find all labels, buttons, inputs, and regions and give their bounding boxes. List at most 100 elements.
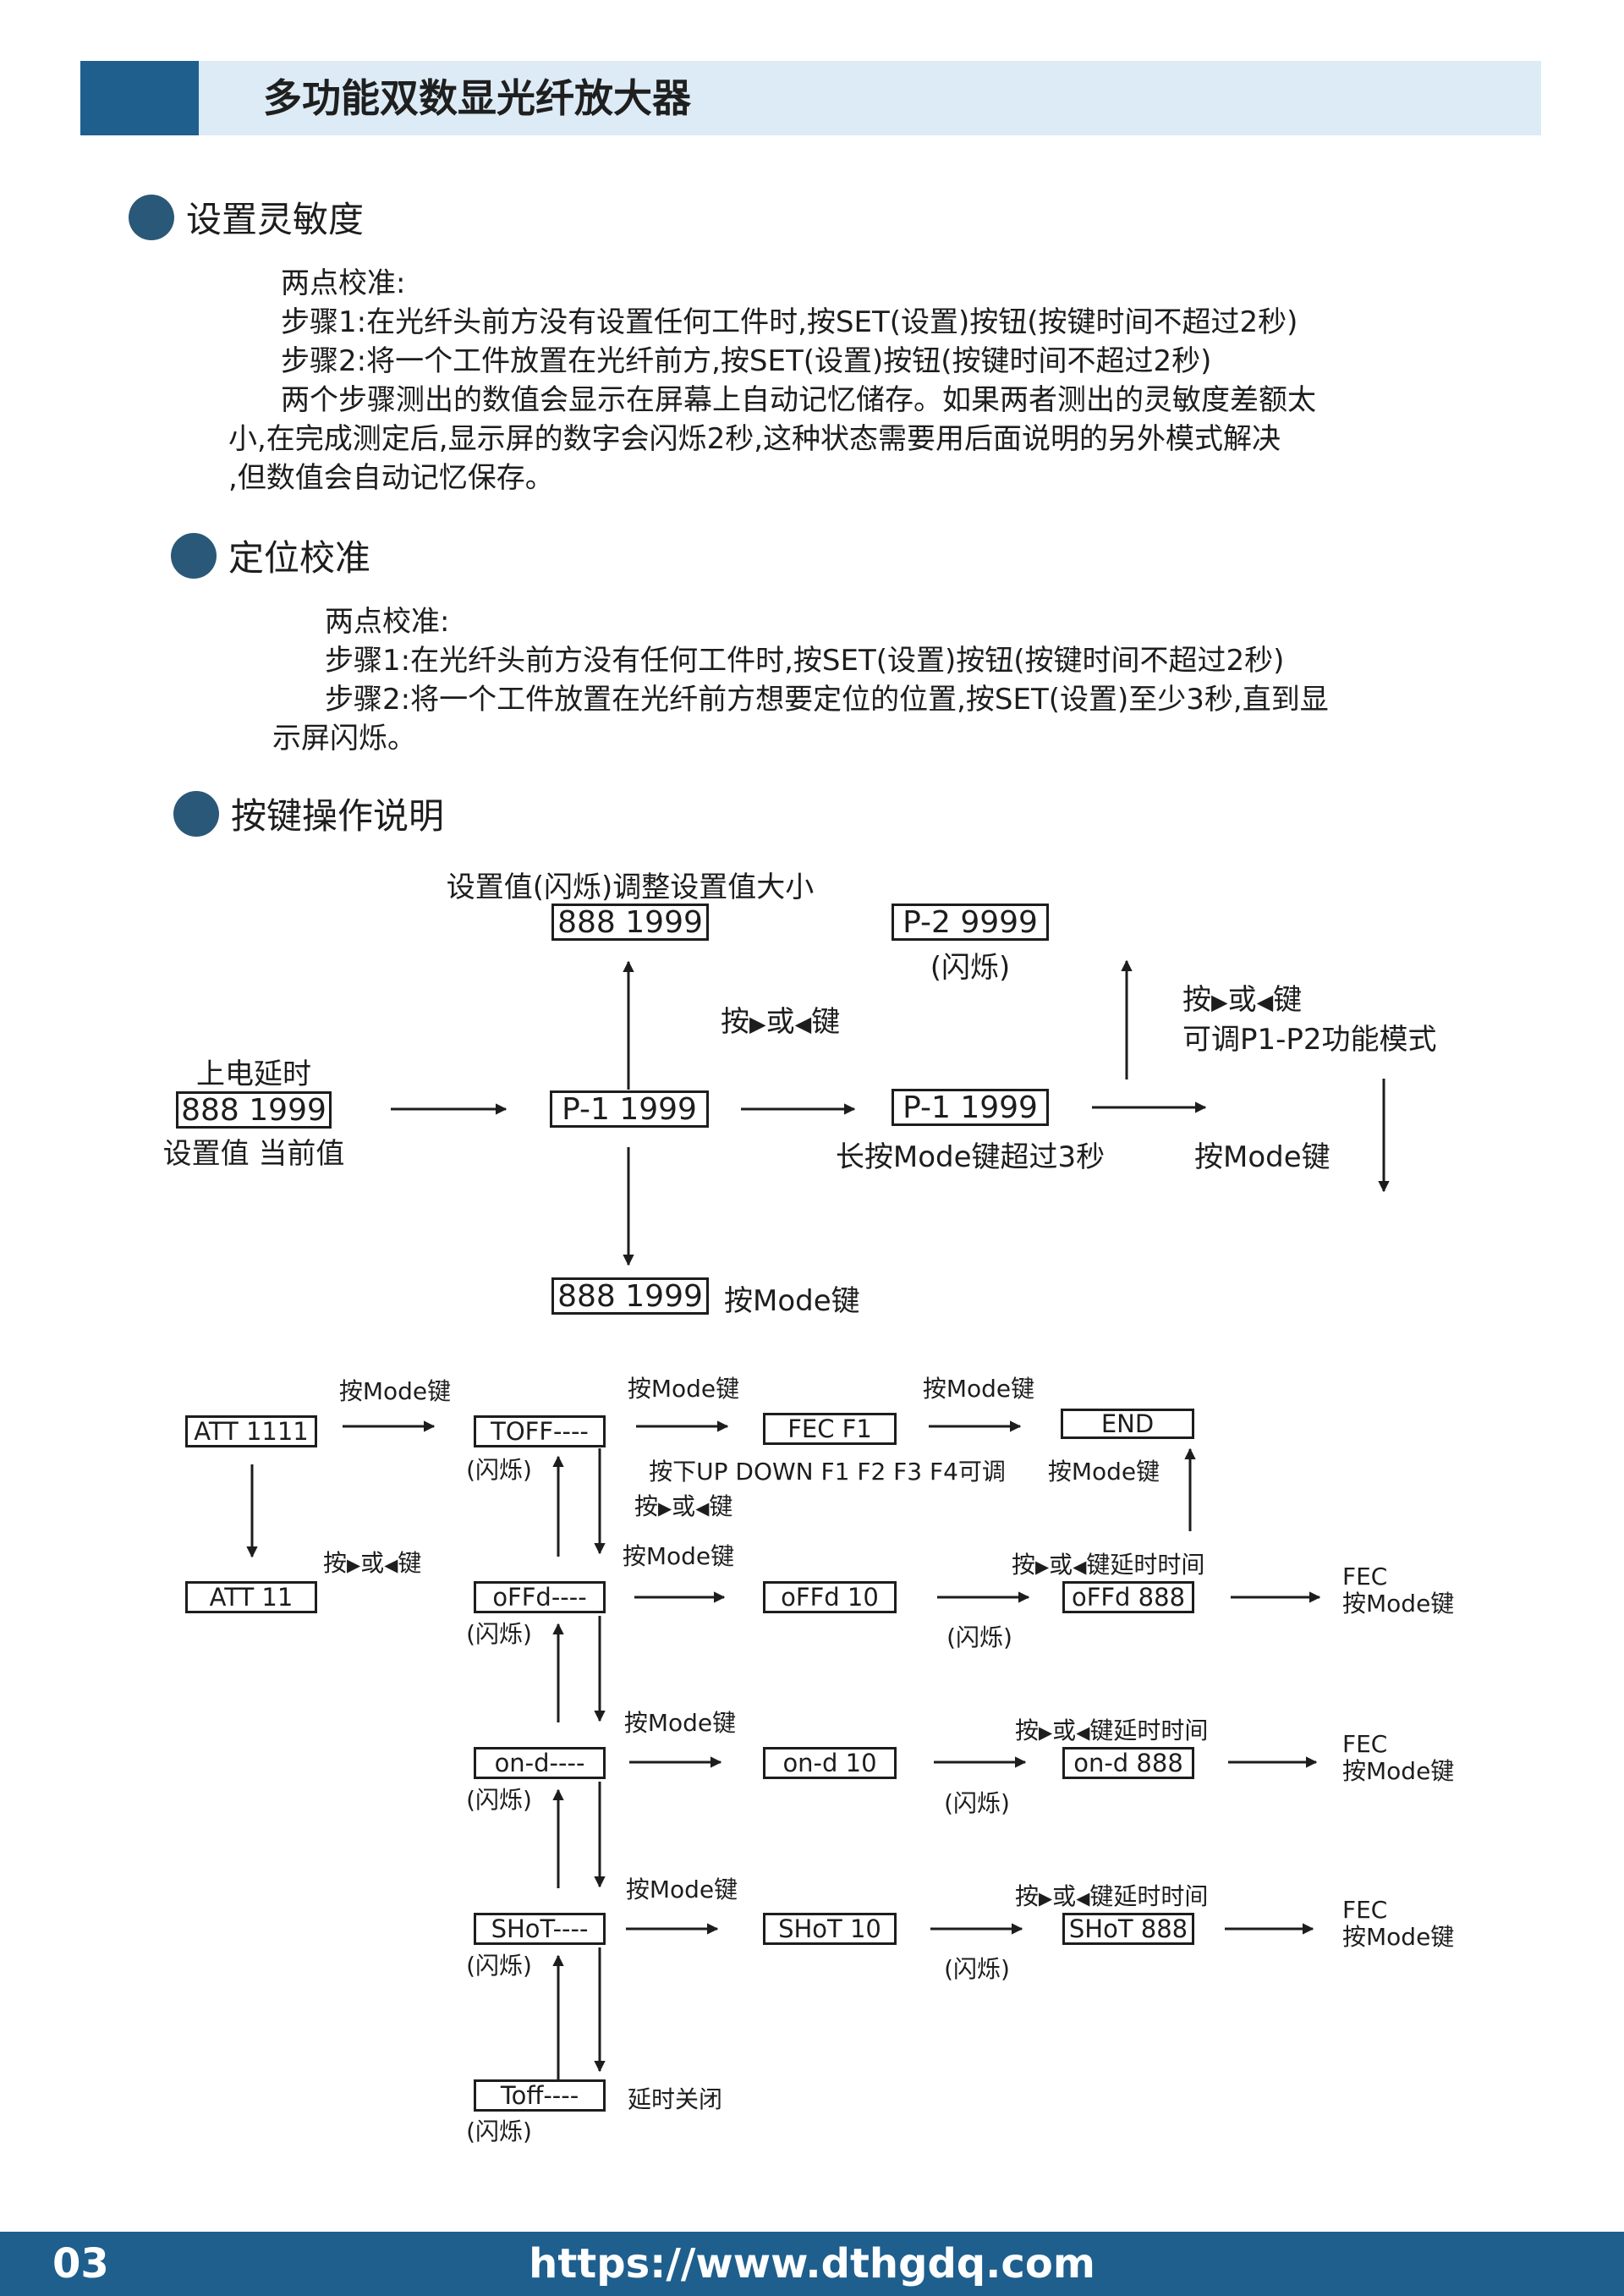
display-box: SHoT 888 <box>1062 1913 1194 1945</box>
right-triangle-icon: ▶ <box>347 1555 361 1575</box>
mode-key-label: 按Mode键 <box>1194 1140 1330 1174</box>
left-triangle-icon: ◀ <box>1073 1557 1087 1577</box>
text-line: 两点校准: <box>325 605 450 639</box>
website-link[interactable]: https://www.dthgdq.com <box>529 2240 1095 2288</box>
label-text: 按 <box>721 1005 749 1039</box>
blink-label: (闪烁) <box>466 1786 532 1814</box>
delay-key-label: 按▶或◀键延时时间 <box>1012 1546 1204 1580</box>
display-box: on-d 888 <box>1062 1747 1194 1779</box>
display-box: END <box>1061 1409 1194 1439</box>
mode-key-label: 按Mode键 <box>623 1709 737 1737</box>
section-keys-heading: 按键操作说明 <box>173 788 444 839</box>
delay-key-label: 按▶或◀键延时时间 <box>1015 1712 1208 1746</box>
blink-label: (闪烁) <box>466 1952 532 1980</box>
display-box: Toff---- <box>474 2079 606 2112</box>
page-number: 03 <box>52 2240 109 2288</box>
label-text: 按 <box>1012 1551 1036 1579</box>
long-press-label: 长按Mode键超过3秒 <box>835 1140 1106 1174</box>
display-box: P-1 1999 <box>892 1089 1049 1126</box>
bullet-dot-icon <box>129 194 174 240</box>
blink-label: (闪烁) <box>944 1789 1010 1817</box>
p1p2-label: 按▶或◀键 可调P1-P2功能模式 <box>1182 981 1437 1058</box>
footer-bar: https://www.dthgdq.com 03 <box>0 2232 1624 2296</box>
fec-mode-label: FEC 按Mode键 <box>1342 1731 1454 1785</box>
display-box: oFFd 888 <box>1062 1581 1194 1613</box>
display-box: FEC F1 <box>763 1413 897 1445</box>
label-text: FEC <box>1342 1896 1388 1924</box>
mode-key-label: 按Mode键 <box>622 1542 735 1570</box>
top-label: 设置值(闪烁)调整设置值大小 <box>446 871 815 904</box>
blink-label: (闪烁) <box>930 951 1011 985</box>
label-text: 或 <box>1052 1717 1077 1744</box>
label-text: 键 <box>1273 983 1303 1017</box>
fec-mode-label: FEC 按Mode键 <box>1342 1897 1454 1951</box>
label-text: 键延时时间 <box>1086 1551 1205 1579</box>
section-title: 设置灵敏度 <box>186 199 365 240</box>
display-box: P-1 1999 <box>550 1090 709 1128</box>
left-triangle-icon: ◀ <box>1076 1722 1090 1743</box>
text-line: 两点校准: <box>281 266 406 300</box>
bullet-dot-icon <box>173 790 219 837</box>
mode-key-label: 按Mode键 <box>724 1284 860 1318</box>
left-triangle-icon: ◀ <box>384 1555 398 1575</box>
section-sensitivity-heading: 设置灵敏度 <box>129 191 364 243</box>
header-bar: 多功能双数显光纤放大器 <box>80 61 1541 135</box>
blink-label: (闪烁) <box>944 1955 1010 1983</box>
left-triangle-icon: ◀ <box>1256 990 1274 1015</box>
page-title: 多功能双数显光纤放大器 <box>263 75 691 121</box>
label-text: 或 <box>1049 1551 1073 1579</box>
text-line: 示屏闪烁。 <box>272 722 416 755</box>
delay-off-label: 延时关闭 <box>628 2085 723 2113</box>
left-triangle-icon: ◀ <box>794 1012 812 1037</box>
label-text: 键 <box>398 1549 422 1577</box>
mode-key-label: 按Mode键 <box>1047 1458 1160 1486</box>
label-text: 键 <box>709 1492 733 1520</box>
sensitivity-text: 两点校准: 步骤1:在光纤头前方没有设置任何工件时,按SET(设置)按钮(按键时… <box>228 264 1316 497</box>
text-line: 步骤2:将一个工件放置在光纤前方,按SET(设置)按钮(按键时间不超过2秒) <box>281 344 1212 378</box>
right-triangle-icon: ▶ <box>1035 1557 1050 1577</box>
label-text: 按Mode键 <box>1342 1923 1455 1951</box>
display-box: SHoT---- <box>474 1913 606 1945</box>
header-accent-block <box>80 61 199 135</box>
label-text: 或 <box>765 1005 795 1039</box>
text-line: 两个步骤测出的数值会显示在屏幕上自动记忆储存。如果两者测出的灵敏度差额太 <box>281 383 1316 417</box>
left-triangle-icon: ◀ <box>1076 1888 1090 1909</box>
left-triangle-icon: ◀ <box>695 1498 710 1519</box>
label-text: 键延时时间 <box>1089 1717 1209 1744</box>
label-text: 按Mode键 <box>1342 1590 1455 1618</box>
display-box: 888 1999 <box>551 904 709 941</box>
right-triangle-icon: ▶ <box>1211 990 1228 1015</box>
right-triangle-icon: ▶ <box>658 1498 672 1519</box>
right-triangle-icon: ▶ <box>1039 1888 1053 1909</box>
display-box: P-2 9999 <box>892 904 1049 941</box>
display-box: on-d 10 <box>763 1747 897 1779</box>
text-line: ,但数值会自动记忆保存。 <box>228 461 554 495</box>
display-box: oFFd 10 <box>763 1581 897 1613</box>
label-text: 或 <box>672 1492 696 1520</box>
blink-label: (闪烁) <box>466 2117 532 2145</box>
label-text: 按 <box>1015 1882 1040 1910</box>
label-text: 按 <box>1182 983 1211 1017</box>
delay-key-label: 按▶或◀键延时时间 <box>1015 1878 1208 1912</box>
label-text: 可调P1-P2功能模式 <box>1182 1023 1437 1057</box>
right-triangle-icon: ▶ <box>1039 1722 1053 1743</box>
section-position-heading: 定位校准 <box>171 530 370 581</box>
display-box: on-d---- <box>474 1747 606 1779</box>
display-box: 888 1999 <box>551 1277 709 1315</box>
text-line: 步骤2:将一个工件放置在光纤前方想要定位的位置,按SET(设置)至少3秒,直到显 <box>325 683 1329 717</box>
display-box: TOFF---- <box>474 1415 606 1447</box>
mode-key-label: 按Mode键 <box>627 1375 740 1403</box>
text-line: 步骤1:在光纤头前方没有任何工件时,按SET(设置)按钮(按键时间不超过2秒) <box>325 644 1285 678</box>
power-sub-label: 设置值 当前值 <box>162 1137 345 1171</box>
fec-mode-label: FEC 按Mode键 <box>1342 1563 1454 1618</box>
arrow-key-label: 按▶或◀键 <box>323 1545 421 1579</box>
label-text: FEC <box>1342 1563 1388 1590</box>
label-text: 按Mode键 <box>1342 1757 1455 1785</box>
section-title: 定位校准 <box>228 537 371 579</box>
label-text: 或 <box>1052 1882 1077 1910</box>
label-text: 或 <box>360 1549 385 1577</box>
text-line: 步骤1:在光纤头前方没有设置任何工件时,按SET(设置)按钮(按键时间不超过2秒… <box>281 305 1298 339</box>
display-box: 888 1999 <box>176 1091 332 1129</box>
updown-label: 按下UP DOWN F1 F2 F3 F4可调 <box>649 1458 1006 1486</box>
